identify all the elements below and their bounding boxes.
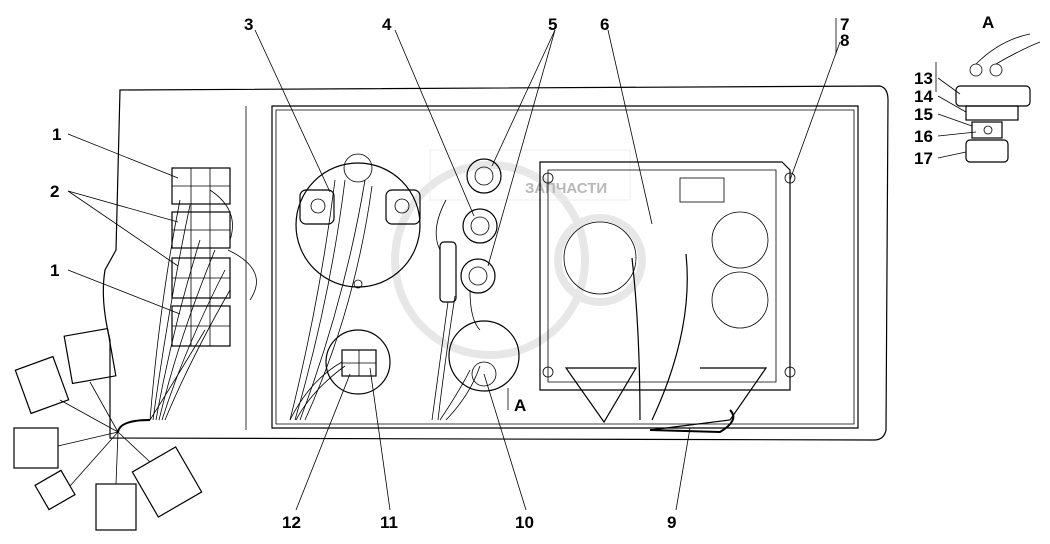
callout-labels: 1 2 1 3 4 5 6 7 8 9 10 11 12 (50, 15, 849, 532)
callout-10: 10 (515, 513, 534, 532)
dashboard-panel (102, 85, 889, 441)
callout-7: 7 (840, 15, 849, 34)
detail-view-a (955, 33, 1041, 163)
connector-bundle (13, 327, 203, 531)
callout-3: 3 (244, 15, 253, 34)
watermark-logo (391, 149, 646, 359)
callout-1-lower: 1 (50, 261, 59, 280)
connector-11-12 (289, 329, 391, 421)
callout-12: 12 (282, 513, 301, 532)
callout-1-upper: 1 (52, 125, 61, 144)
leader-lines (67, 18, 977, 511)
switch-block (171, 167, 231, 347)
harness-wires-left (149, 189, 257, 421)
switch-10 (439, 320, 520, 421)
instrument-cluster (539, 161, 796, 434)
callout-14: 14 (914, 87, 933, 106)
callout-6: 6 (600, 15, 609, 34)
callout-5: 5 (548, 15, 557, 34)
indicator-lamps (431, 158, 502, 421)
callout-2: 2 (50, 182, 59, 201)
callout-17: 17 (914, 149, 933, 168)
gauge-3 (289, 153, 421, 421)
view-a-marker: A (514, 396, 526, 415)
callout-11: 11 (380, 513, 398, 532)
callout-13: 13 (914, 69, 933, 88)
view-a-title: A (982, 13, 994, 32)
callout-15: 15 (914, 105, 933, 124)
callout-4: 4 (382, 15, 392, 34)
watermark-text: ЗАПЧАСТИ (525, 180, 607, 197)
callout-16: 16 (914, 127, 933, 146)
callout-9: 9 (667, 513, 676, 532)
callout-8: 8 (840, 31, 849, 50)
detail-callout-labels: 13 14 15 16 17 (914, 69, 933, 168)
